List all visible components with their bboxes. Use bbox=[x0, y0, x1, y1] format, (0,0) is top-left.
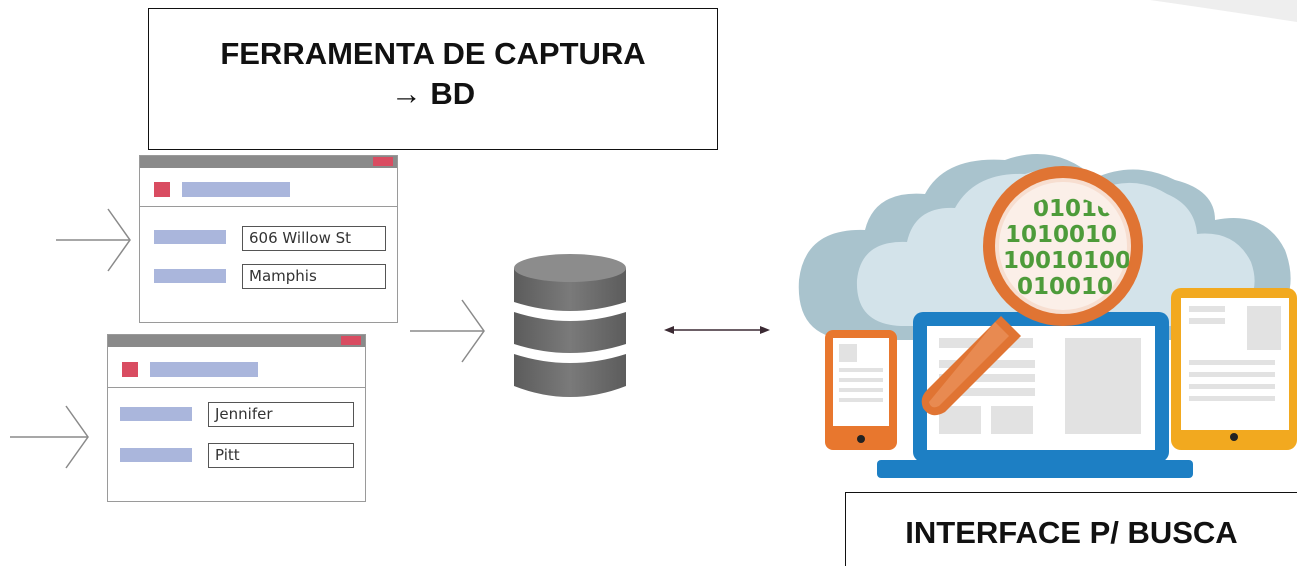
form-window-titlebar bbox=[108, 335, 365, 347]
form-header-bar bbox=[182, 182, 290, 197]
bidirectional-arrow bbox=[664, 326, 770, 334]
search-interface-illustration bbox=[798, 154, 1297, 478]
binary-text: 01010 1010010 10010100 010010 bbox=[999, 196, 1129, 324]
form-close-icon bbox=[341, 336, 361, 345]
capture-tool-title-line2: → BD bbox=[390, 76, 476, 111]
last-name-field: Pitt bbox=[208, 443, 354, 468]
field-label-placeholder bbox=[120, 407, 192, 421]
first-name-field: Jennifer bbox=[208, 402, 354, 427]
binary-row: 010010 bbox=[1017, 274, 1114, 300]
incoming-arrow-form1 bbox=[56, 208, 131, 272]
magnifier-handle bbox=[921, 316, 1021, 416]
binary-row: 1010010 bbox=[1005, 222, 1118, 248]
database-icon bbox=[514, 254, 626, 397]
field-label-placeholder bbox=[120, 448, 192, 462]
form-header-bar bbox=[150, 362, 258, 377]
field-label-placeholder bbox=[154, 230, 226, 244]
form-header-icon bbox=[122, 362, 138, 377]
corner-swoosh bbox=[1150, 0, 1297, 22]
form-window-titlebar bbox=[140, 156, 397, 168]
address-field: 606 Willow St bbox=[242, 226, 386, 251]
form-divider bbox=[140, 206, 397, 207]
incoming-arrow-form2 bbox=[10, 405, 89, 469]
tablet-icon bbox=[1171, 288, 1297, 450]
form-window-1: 606 Willow St Mamphis bbox=[139, 155, 398, 323]
form-close-icon bbox=[373, 157, 393, 166]
form-window-2: Jennifer Pitt bbox=[107, 334, 366, 502]
search-interface-title: INTERFACE P/ BUSCA bbox=[905, 514, 1238, 550]
capture-tool-title-line1: FERRAMENTA DE CAPTURA bbox=[220, 36, 646, 71]
arrow-to-database bbox=[410, 299, 485, 363]
city-field: Mamphis bbox=[242, 264, 386, 289]
binary-row: 10010100 bbox=[1003, 248, 1129, 274]
field-label-placeholder bbox=[154, 269, 226, 283]
phone-icon bbox=[825, 330, 897, 450]
capture-tool-label-box: FERRAMENTA DE CAPTURA → BD bbox=[148, 8, 718, 150]
form-header-icon bbox=[154, 182, 170, 197]
form-divider bbox=[108, 387, 365, 388]
magnifier-icon bbox=[983, 166, 1143, 326]
search-interface-label-box: INTERFACE P/ BUSCA bbox=[845, 492, 1297, 566]
